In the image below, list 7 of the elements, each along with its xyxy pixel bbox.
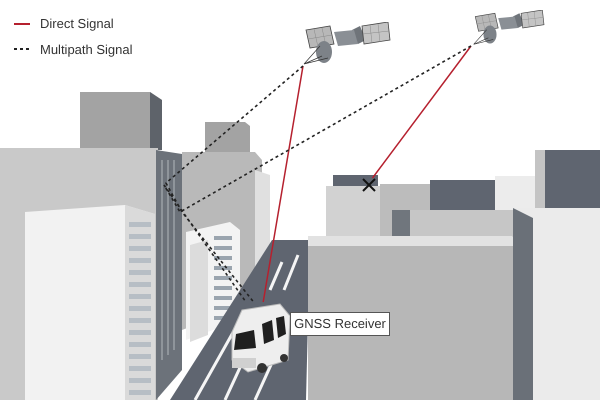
label-box: GNSS Receiver: [290, 312, 390, 336]
direct-signal-line: [262, 66, 304, 302]
legend-text: Direct Signal: [40, 15, 114, 33]
direct-signal-line: [372, 46, 472, 178]
multipath-signal-line: [163, 45, 472, 302]
multipath-signal-line: [164, 65, 304, 302]
legend-text: Multipath Signal: [40, 40, 132, 59]
